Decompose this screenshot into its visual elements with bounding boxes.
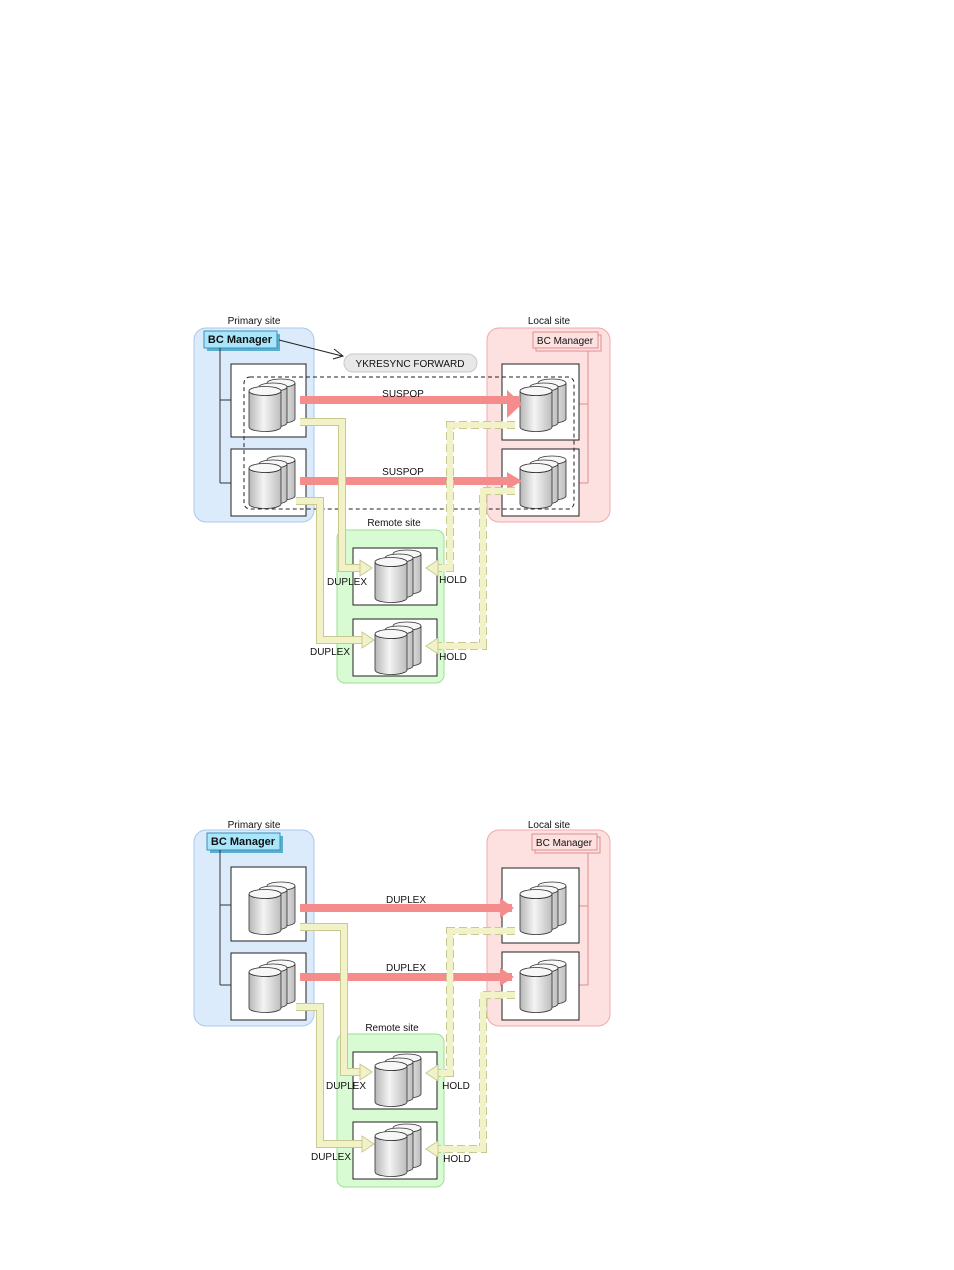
local-remote-pair-status: HOLD [439, 652, 467, 663]
primary-site-label: Primary site [228, 316, 281, 327]
diagram-1: Primary site Local site Remote site BC M… [194, 316, 610, 683]
bc-manager-primary-label: BC Manager [208, 334, 273, 346]
local-remote-pair-status: HOLD [443, 1154, 471, 1165]
primary-local-pair-status: DUPLEX [386, 895, 426, 906]
local-remote-pair-status: HOLD [439, 575, 467, 586]
bc-manager-primary-label: BC Manager [211, 836, 276, 848]
bc-manager-local-label: BC Manager [536, 838, 593, 849]
primary-remote-pair-status: DUPLEX [326, 1081, 366, 1092]
command-label: YKRESYNC FORWARD [356, 359, 465, 370]
diagram-2: Primary site Local site Remote site BC M… [194, 820, 610, 1187]
primary-local-pair-status: DUPLEX [386, 963, 426, 974]
remote-site-label: Remote site [365, 1023, 419, 1034]
bc-manager-local-label: BC Manager [537, 336, 594, 347]
primary-remote-pair-status: DUPLEX [327, 577, 367, 588]
primary-remote-pair-status: DUPLEX [311, 1152, 351, 1163]
primary-local-pair-status: SUSPOP [382, 467, 424, 478]
primary-local-pair-status: SUSPOP [382, 389, 424, 400]
local-site-label: Local site [528, 316, 571, 327]
primary-site-label: Primary site [228, 820, 281, 831]
remote-site-label: Remote site [367, 518, 421, 529]
local-remote-pair-status: HOLD [442, 1081, 470, 1092]
primary-remote-pair-status: DUPLEX [310, 647, 350, 658]
local-site-label: Local site [528, 820, 571, 831]
